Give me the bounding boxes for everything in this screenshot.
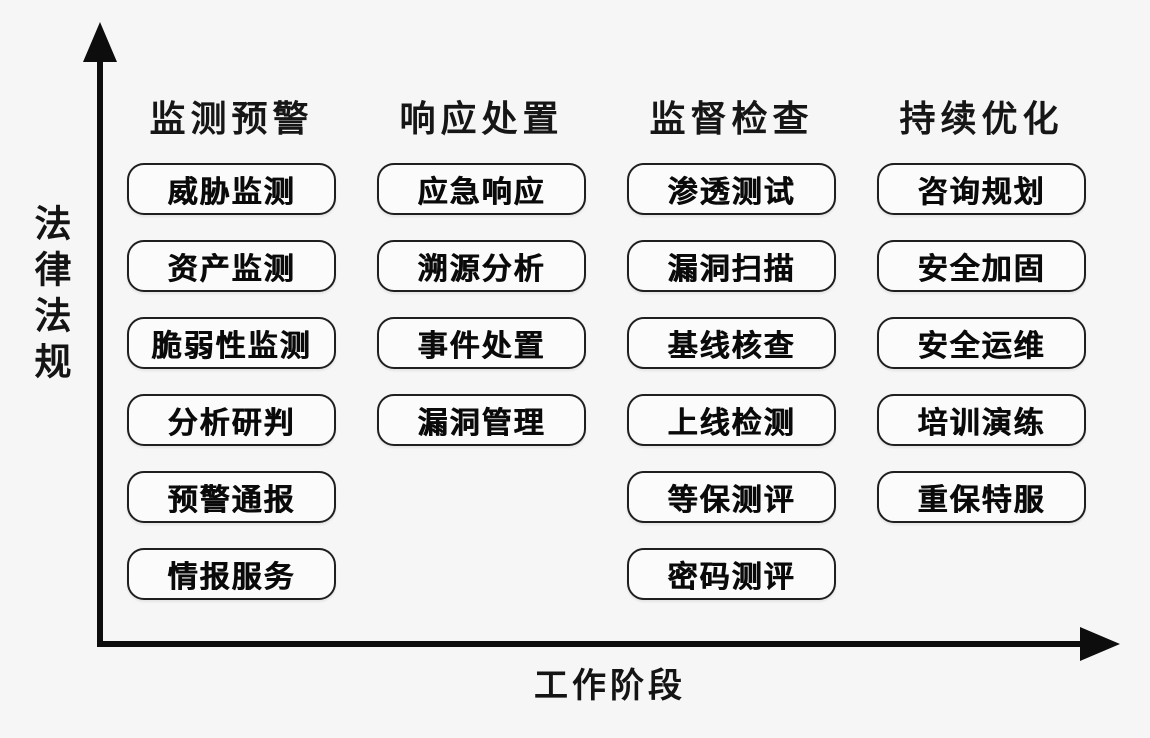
service-box: 漏洞管理: [377, 394, 586, 446]
service-box: 安全加固: [877, 240, 1086, 292]
y-axis-line: [97, 50, 103, 643]
service-box: 重保特服: [877, 471, 1086, 523]
service-box: 漏洞扫描: [627, 240, 836, 292]
column-header: 监督检查: [649, 98, 814, 139]
service-box: 事件处置: [377, 317, 586, 369]
service-box: 情报服务: [127, 548, 336, 600]
service-box: 渗透测试: [627, 163, 836, 215]
service-box: 咨询规划: [877, 163, 1086, 215]
column-continuous-optimization: 持续优化 咨询规划 安全加固 安全运维 培训演练 重保特服: [877, 95, 1086, 548]
column-header: 响应处置: [399, 98, 564, 139]
x-axis-line: [97, 641, 1082, 647]
service-box: 威胁监测: [127, 163, 336, 215]
y-axis-label: 法律法规: [29, 204, 70, 388]
service-box: 培训演练: [877, 394, 1086, 446]
column-response-disposal: 响应处置 应急响应 溯源分析 事件处置 漏洞管理: [377, 95, 586, 471]
service-box: 分析研判: [127, 394, 336, 446]
x-axis-label: 工作阶段: [534, 667, 686, 705]
column-header: 监测预警: [149, 98, 314, 139]
service-box: 溯源分析: [377, 240, 586, 292]
y-axis-arrowhead-icon: [83, 22, 117, 62]
service-box: 等保测评: [627, 471, 836, 523]
service-box: 基线核查: [627, 317, 836, 369]
column-supervision-inspection: 监督检查 渗透测试 漏洞扫描 基线核查 上线检测 等保测评 密码测评: [627, 95, 836, 625]
service-box: 密码测评: [627, 548, 836, 600]
service-box: 脆弱性监测: [127, 317, 336, 369]
service-box: 预警通报: [127, 471, 336, 523]
x-axis-arrowhead-icon: [1080, 627, 1120, 661]
service-box: 应急响应: [377, 163, 586, 215]
service-box: 安全运维: [877, 317, 1086, 369]
service-box: 资产监测: [127, 240, 336, 292]
column-monitoring-warning: 监测预警 威胁监测 资产监测 脆弱性监测 分析研判 预警通报 情报服务: [127, 95, 336, 625]
column-header: 持续优化: [899, 98, 1064, 139]
service-box: 上线检测: [627, 394, 836, 446]
